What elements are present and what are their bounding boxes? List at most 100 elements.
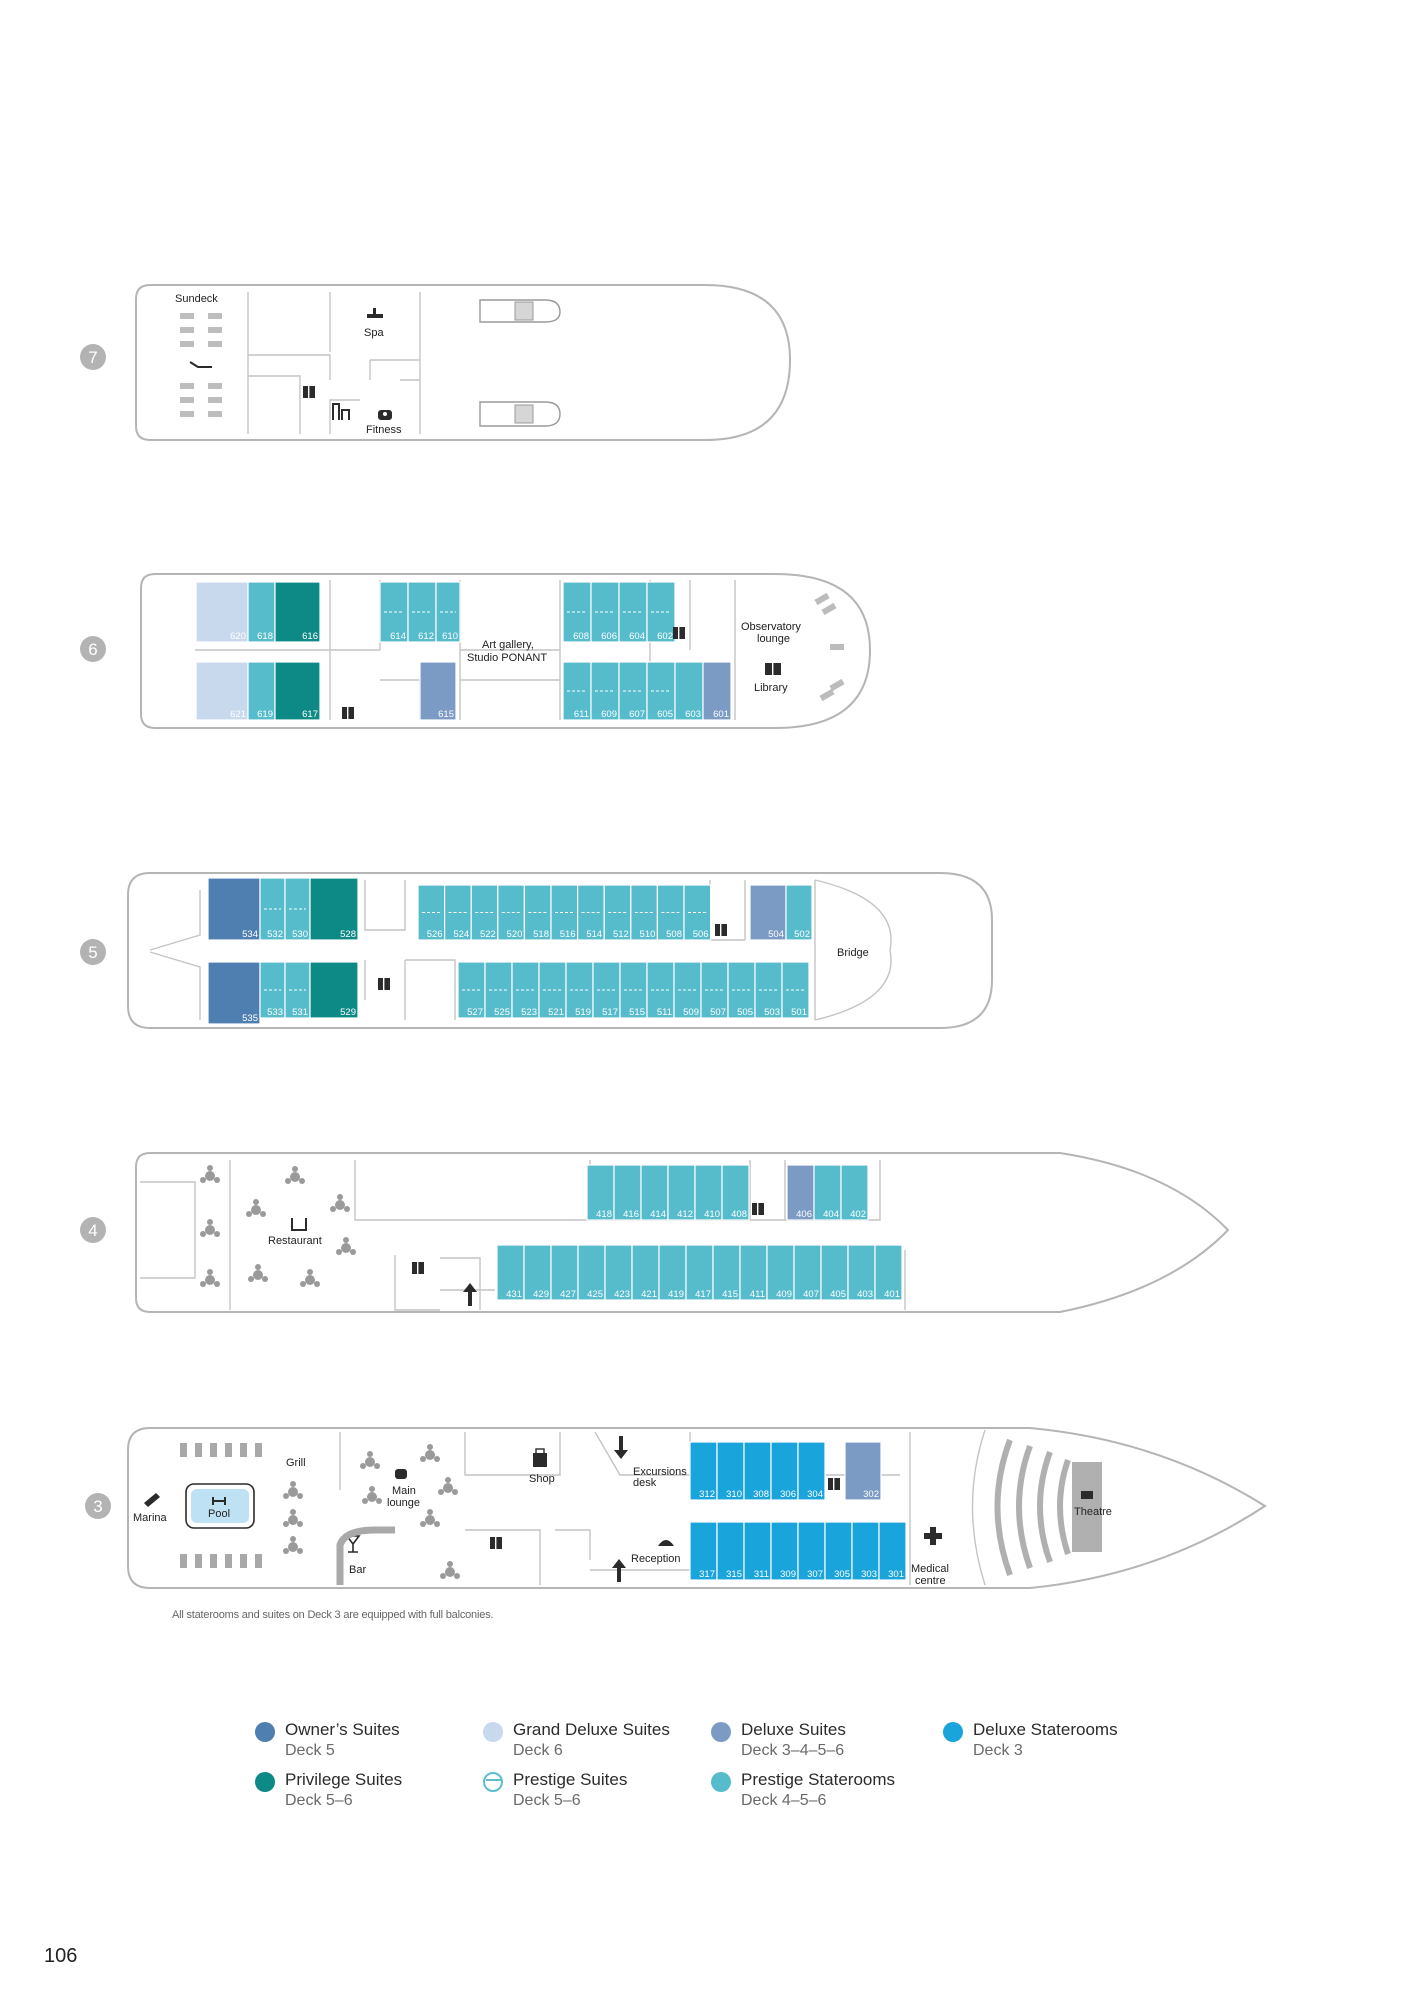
sun-lounger [180, 383, 194, 389]
cabin-528: 528 [309, 877, 359, 941]
cabin-number: 504 [768, 929, 784, 940]
table-icon [300, 1269, 320, 1287]
cabin-524: 524 [444, 884, 472, 941]
cabin-number: 518 [533, 929, 549, 940]
cabin-615: 615 [419, 661, 457, 721]
cabin-416: 416 [613, 1164, 642, 1221]
cabin-number: 525 [494, 1007, 510, 1018]
cabin-423: 423 [604, 1244, 633, 1301]
cabin-number: 414 [650, 1209, 666, 1220]
elevator-icon [378, 978, 390, 990]
cabin-610: 610 [435, 581, 461, 643]
theatre-label: Theatre [1074, 1506, 1112, 1518]
cabin-number: 407 [803, 1289, 819, 1300]
cabin-number: 620 [230, 631, 246, 642]
table-icon [336, 1237, 356, 1255]
lounger-icon [814, 592, 845, 702]
cabin-number: 427 [560, 1289, 576, 1300]
cabin-number: 618 [257, 631, 273, 642]
cabin-602: 602 [646, 581, 676, 643]
cabin-number: 604 [629, 631, 645, 642]
cabin-305: 305 [824, 1521, 853, 1581]
arrow-up-icon [463, 1283, 477, 1306]
cabin-number: 609 [601, 709, 617, 720]
legend-grand-deluxe-suites: Grand Deluxe Suites Deck 6 [483, 1720, 703, 1766]
cabin-number: 306 [780, 1489, 796, 1500]
elevator-icon [715, 924, 727, 936]
table-icon [330, 1194, 350, 1212]
cabin-417: 417 [685, 1244, 714, 1301]
cabin-number: 614 [390, 631, 406, 642]
legend-name: Grand Deluxe Suites [513, 1720, 670, 1739]
cabin-number: 303 [861, 1569, 877, 1580]
cabin-number: 512 [613, 929, 629, 940]
cabin-number: 534 [242, 929, 258, 940]
cabin-number: 601 [713, 709, 729, 720]
cabin-410: 410 [694, 1164, 723, 1221]
page-number: 106 [44, 1945, 78, 1967]
elevator-icon [673, 627, 685, 639]
reception-label: Reception [631, 1553, 681, 1565]
deck-4-badge [80, 1217, 106, 1243]
arrow-up-icon [612, 1559, 626, 1582]
cabin-number: 311 [754, 1569, 769, 1580]
cabin-311: 311 [743, 1521, 772, 1581]
cabin-427: 427 [550, 1244, 579, 1301]
sun-lounger [208, 327, 222, 333]
cabin-number: 402 [850, 1209, 866, 1220]
fitness-icon [378, 410, 392, 420]
cabin-number: 516 [560, 929, 576, 940]
main-lounge-label-2: lounge [387, 1497, 420, 1509]
art-gallery-label-1: Art gallery, [482, 639, 534, 651]
cabin-number: 607 [629, 709, 645, 720]
cabin-number: 526 [427, 929, 443, 940]
cabin-number: 510 [640, 929, 656, 940]
legend-name: Prestige Staterooms [741, 1770, 896, 1789]
cabin-421: 421 [631, 1244, 660, 1301]
table-icon [362, 1486, 382, 1504]
cabin-number: 301 [888, 1569, 904, 1580]
sun-lounger [180, 341, 194, 347]
cabin-number: 307 [807, 1569, 823, 1580]
deck-7-hull [135, 284, 792, 441]
table-icon [420, 1444, 440, 1462]
cabin-605: 605 [646, 661, 676, 721]
elevator-icon [752, 1203, 764, 1215]
sun-lounger [225, 1554, 232, 1568]
cabin-number: 503 [764, 1007, 780, 1018]
cabin-604: 604 [618, 581, 648, 643]
cabin-number: 308 [753, 1489, 769, 1500]
elevator-icon [303, 386, 315, 398]
cabin-number: 408 [731, 1209, 747, 1220]
art-gallery-label-2: Studio PONANT [467, 652, 547, 664]
cabin-302: 302 [844, 1441, 882, 1501]
cabin-number: 519 [575, 1007, 591, 1018]
cabin-522: 522 [470, 884, 499, 941]
cabin-number: 608 [573, 631, 589, 642]
elevator-icon [490, 1537, 502, 1549]
sun-lounger [180, 1443, 187, 1457]
cabin-number: 304 [807, 1489, 823, 1500]
cabin-number: 531 [292, 1007, 308, 1018]
cabin-405: 405 [820, 1244, 849, 1301]
cabin-406: 406 [786, 1164, 815, 1221]
cabin-317: 317 [689, 1521, 718, 1581]
cabin-number: 535 [242, 1013, 258, 1024]
table-icon [420, 1509, 440, 1527]
cabin-number: 511 [657, 1007, 672, 1018]
cabin-number: 415 [722, 1289, 738, 1300]
cabin-620: 620 [195, 581, 249, 643]
cabin-number: 532 [267, 929, 283, 940]
cabin-608: 608 [562, 581, 592, 643]
cabin-number: 529 [340, 1007, 356, 1018]
cabin-number: 605 [657, 709, 673, 720]
deck-3-hull [127, 1427, 1267, 1589]
cabin-number: 421 [641, 1289, 657, 1300]
cabin-404: 404 [813, 1164, 842, 1221]
cabin-number: 418 [596, 1209, 612, 1220]
cabin-number: 612 [418, 631, 434, 642]
cabin-303: 303 [851, 1521, 880, 1581]
arrow-down-icon [614, 1436, 628, 1459]
cabin-529: 529 [309, 961, 359, 1019]
deck-4-number: 4 [88, 1221, 97, 1240]
